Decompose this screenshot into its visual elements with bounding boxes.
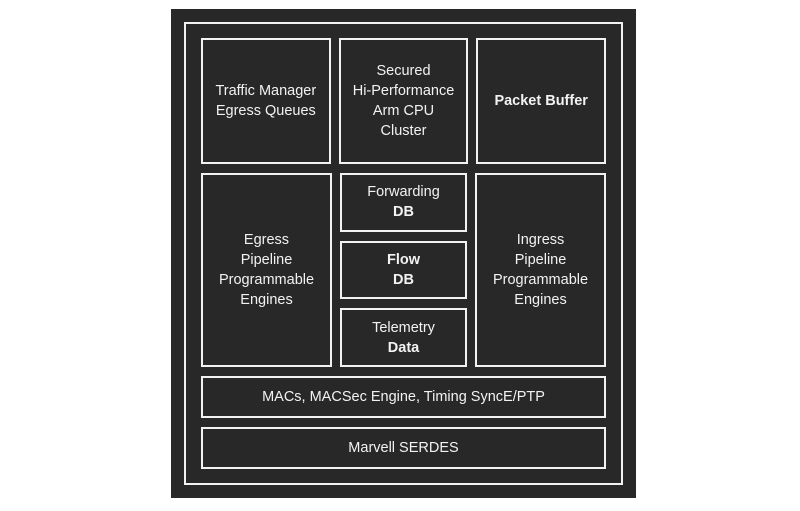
- forwarding-db-block: Forwarding DB: [340, 173, 467, 232]
- block-label-line: Data: [387, 339, 420, 356]
- macs-macsec-timing-block: MACs, MACSec Engine, Timing SyncE/PTP: [201, 376, 606, 418]
- block-label-line: Flow: [386, 252, 421, 268]
- telemetry-data-block: Telemetry Data: [340, 308, 467, 368]
- block-label-line: Pipeline: [514, 252, 567, 268]
- db-stack: Forwarding DB Flow DB Telemetry Data: [340, 173, 467, 368]
- egress-pipeline-block: Egress Pipeline Programmable Engines: [201, 173, 332, 367]
- block-label-line: Egress: [243, 232, 290, 248]
- block-label-line: DB: [393, 204, 414, 221]
- chip-frame: Traffic Manager Egress Queues Secured Hi…: [184, 22, 623, 485]
- block-label-line: Secured: [376, 63, 431, 79]
- packet-buffer-block: Packet Buffer: [476, 38, 607, 164]
- block-label-line: Cluster: [380, 123, 427, 139]
- block-label-line: Packet Buffer: [494, 93, 588, 109]
- arm-cpu-cluster-block: Secured Hi-Performance Arm CPU Cluster: [338, 38, 469, 164]
- block-label-line: Traffic Manager: [215, 83, 317, 99]
- block-label-line: Programmable: [218, 272, 315, 288]
- traffic-manager-block: Traffic Manager Egress Queues: [201, 38, 331, 164]
- block-label-line: Marvell SERDES: [348, 440, 459, 456]
- middle-row: Egress Pipeline Programmable Engines For…: [201, 173, 606, 368]
- block-label-line: Forwarding: [367, 184, 440, 201]
- top-row: Traffic Manager Egress Queues Secured Hi…: [201, 38, 607, 164]
- flow-db-block: Flow DB: [340, 240, 467, 300]
- block-label-line: Egress Queues: [215, 103, 316, 119]
- chip-diagram: Traffic Manager Egress Queues Secured Hi…: [171, 9, 636, 498]
- marvell-serdes-block: Marvell SERDES: [201, 427, 606, 469]
- block-label-line: Engines: [240, 292, 293, 308]
- block-label-line: Ingress: [516, 232, 565, 248]
- block-label-line: Programmable: [492, 272, 589, 288]
- block-label-line: Engines: [514, 292, 567, 308]
- ingress-pipeline-block: Ingress Pipeline Programmable Engines: [475, 173, 606, 367]
- block-label-line: Pipeline: [240, 252, 293, 268]
- block-label-line: Arm CPU: [372, 103, 435, 119]
- block-label-line: DB: [393, 272, 414, 288]
- block-label-line: MACs, MACSec Engine, Timing SyncE/PTP: [262, 389, 545, 405]
- block-label-line: Telemetry: [372, 319, 435, 336]
- block-label-line: Hi-Performance: [352, 83, 455, 99]
